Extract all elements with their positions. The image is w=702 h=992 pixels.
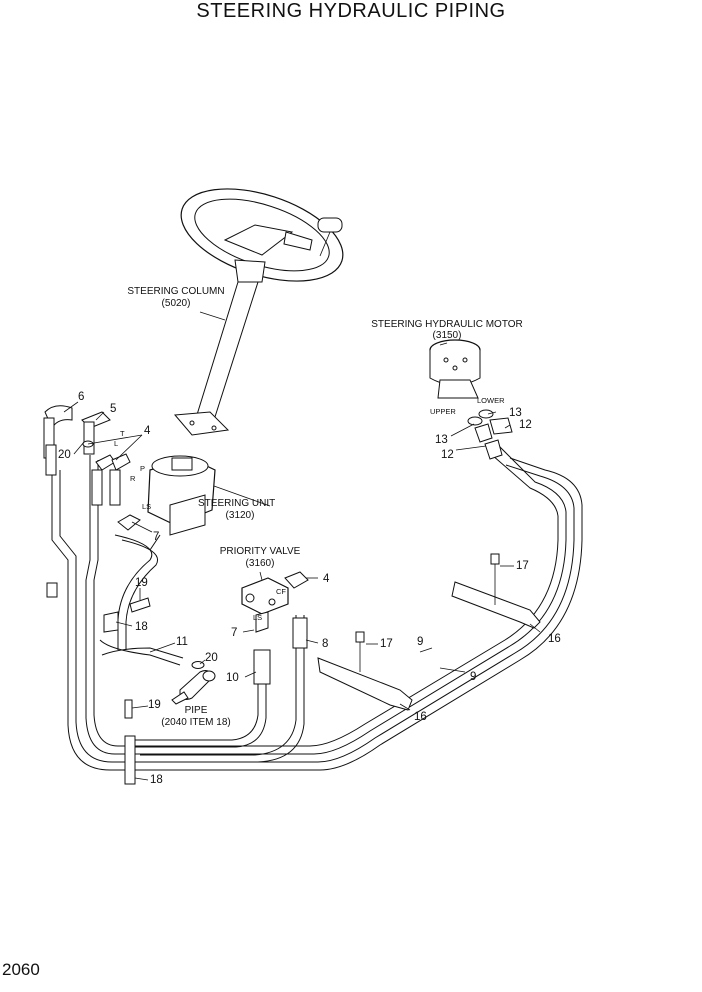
steering-column-label: STEERING COLUMN bbox=[127, 286, 224, 297]
callout-18-lower: 18 bbox=[150, 774, 163, 786]
callout-20-lower: 20 bbox=[205, 652, 218, 664]
port-p-label: P bbox=[140, 464, 145, 473]
callout-12-left: 12 bbox=[441, 449, 454, 461]
steering-wheel bbox=[180, 188, 344, 282]
callout-9-upper: 9 bbox=[417, 636, 423, 648]
port-l-label: L bbox=[114, 439, 118, 448]
callout-17-upper: 17 bbox=[516, 560, 529, 572]
pv-port-ls-label: LS bbox=[253, 613, 262, 622]
steering-unit-label: STEERING UNIT bbox=[198, 498, 275, 509]
steering-unit-body bbox=[147, 455, 216, 536]
pv-port-cf-label: CF bbox=[276, 587, 286, 596]
priority-valve-body bbox=[241, 571, 309, 633]
callout-13-left: 13 bbox=[435, 434, 448, 446]
steering-column-code: (5020) bbox=[162, 298, 191, 309]
clamps-and-bolts bbox=[46, 582, 151, 785]
callout-20-upper: 20 bbox=[58, 449, 71, 461]
callout-7-lower: 7 bbox=[231, 627, 237, 639]
port-ls-label: LS bbox=[142, 502, 151, 511]
priority-valve-label: PRIORITY VALVE bbox=[220, 546, 301, 557]
steering-motor-code: (3150) bbox=[433, 330, 462, 341]
steering-column-tube bbox=[173, 259, 266, 436]
callout-12-right: 12 bbox=[519, 419, 532, 431]
port-t-label: T bbox=[120, 429, 125, 438]
leader-lines bbox=[63, 311, 541, 781]
steering-unit-code: (3120) bbox=[226, 510, 255, 521]
callout-4-upper: 4 bbox=[144, 425, 151, 437]
callout-19-lower: 19 bbox=[148, 699, 161, 711]
steering-unit-fittings bbox=[43, 405, 141, 531]
port-r-label: R bbox=[130, 474, 136, 483]
pipe-code: (2040 ITEM 18) bbox=[161, 717, 230, 728]
priority-valve-hoses bbox=[130, 615, 308, 763]
pipe-part bbox=[171, 670, 216, 705]
motor-fittings bbox=[467, 409, 513, 460]
hose-11 bbox=[99, 639, 184, 666]
callout-13-right: 13 bbox=[509, 407, 522, 419]
ls-hose bbox=[114, 534, 161, 650]
callout-10: 10 bbox=[226, 672, 239, 684]
callout-16-upper: 16 bbox=[548, 633, 561, 645]
port-upper-label: UPPER bbox=[430, 407, 456, 416]
main-hose-bundle bbox=[51, 444, 583, 771]
callout-7-upper: 7 bbox=[153, 531, 159, 543]
callout-11: 11 bbox=[176, 636, 188, 648]
priority-valve-code: (3160) bbox=[246, 558, 275, 569]
pipe-label: PIPE bbox=[185, 705, 208, 716]
steering-motor-label: STEERING HYDRAULIC MOTOR bbox=[371, 319, 523, 330]
callout-16-lower: 16 bbox=[414, 711, 427, 723]
callout-5: 5 bbox=[110, 403, 116, 415]
callout-8: 8 bbox=[322, 638, 328, 650]
callout-17-lower: 17 bbox=[380, 638, 393, 650]
callout-9-lower: 9 bbox=[470, 671, 476, 683]
page-number: 2060 bbox=[2, 960, 40, 979]
page-title: STEERING HYDRAULIC PIPING bbox=[196, 0, 506, 22]
callout-19-upper: 19 bbox=[135, 577, 148, 589]
mounting-plates bbox=[317, 553, 541, 711]
callout-4-lower: 4 bbox=[323, 573, 330, 585]
callout-6: 6 bbox=[78, 391, 84, 403]
port-lower-label: LOWER bbox=[477, 396, 505, 405]
steering-motor-body bbox=[429, 339, 481, 399]
callout-18-upper: 18 bbox=[135, 621, 148, 633]
